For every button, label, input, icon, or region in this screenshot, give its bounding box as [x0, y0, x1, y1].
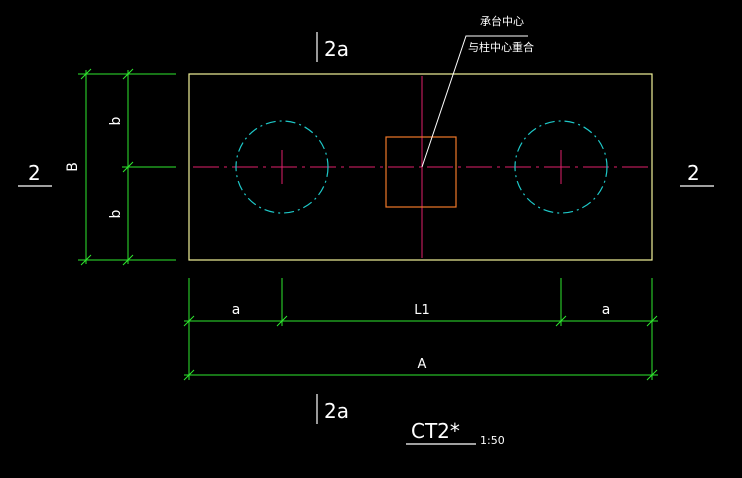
section-mark-left-label: 2: [28, 161, 41, 185]
drawing-scale: 1:50: [480, 434, 505, 447]
section-mark-top: 2a: [316, 32, 349, 62]
dimension-b-bottom-label: b: [108, 209, 124, 218]
dimension-a-right-label: a: [602, 302, 611, 318]
section-mark-bottom: 2a: [316, 394, 349, 424]
dimension-L1-label: L1: [414, 303, 430, 318]
section-mark-bottom-label: 2a: [324, 399, 349, 423]
dimension-B-label: B: [65, 162, 81, 172]
right-pile-circle: [514, 120, 608, 214]
section-mark-left: 2: [18, 161, 52, 187]
dimension-A-label: A: [418, 357, 427, 372]
section-mark-right: 2: [680, 161, 714, 187]
left-pile-circle: [235, 120, 329, 214]
annotation-line-1: 承台中心: [480, 14, 524, 28]
bottom-dimensions: [183, 278, 658, 381]
drawing-title: CT2*: [411, 419, 460, 443]
section-mark-right-label: 2: [687, 161, 700, 185]
dimension-a-left-label: a: [232, 302, 241, 318]
dimension-b-top-label: b: [108, 116, 124, 125]
section-mark-top-label: 2a: [324, 37, 349, 61]
column-square: [385, 136, 457, 208]
annotation-line-2: 与柱中心重合: [468, 40, 534, 54]
pile-cap-outline: [188, 73, 653, 261]
left-dimensions: [78, 68, 176, 266]
annotation-leader-line: [421, 35, 528, 168]
